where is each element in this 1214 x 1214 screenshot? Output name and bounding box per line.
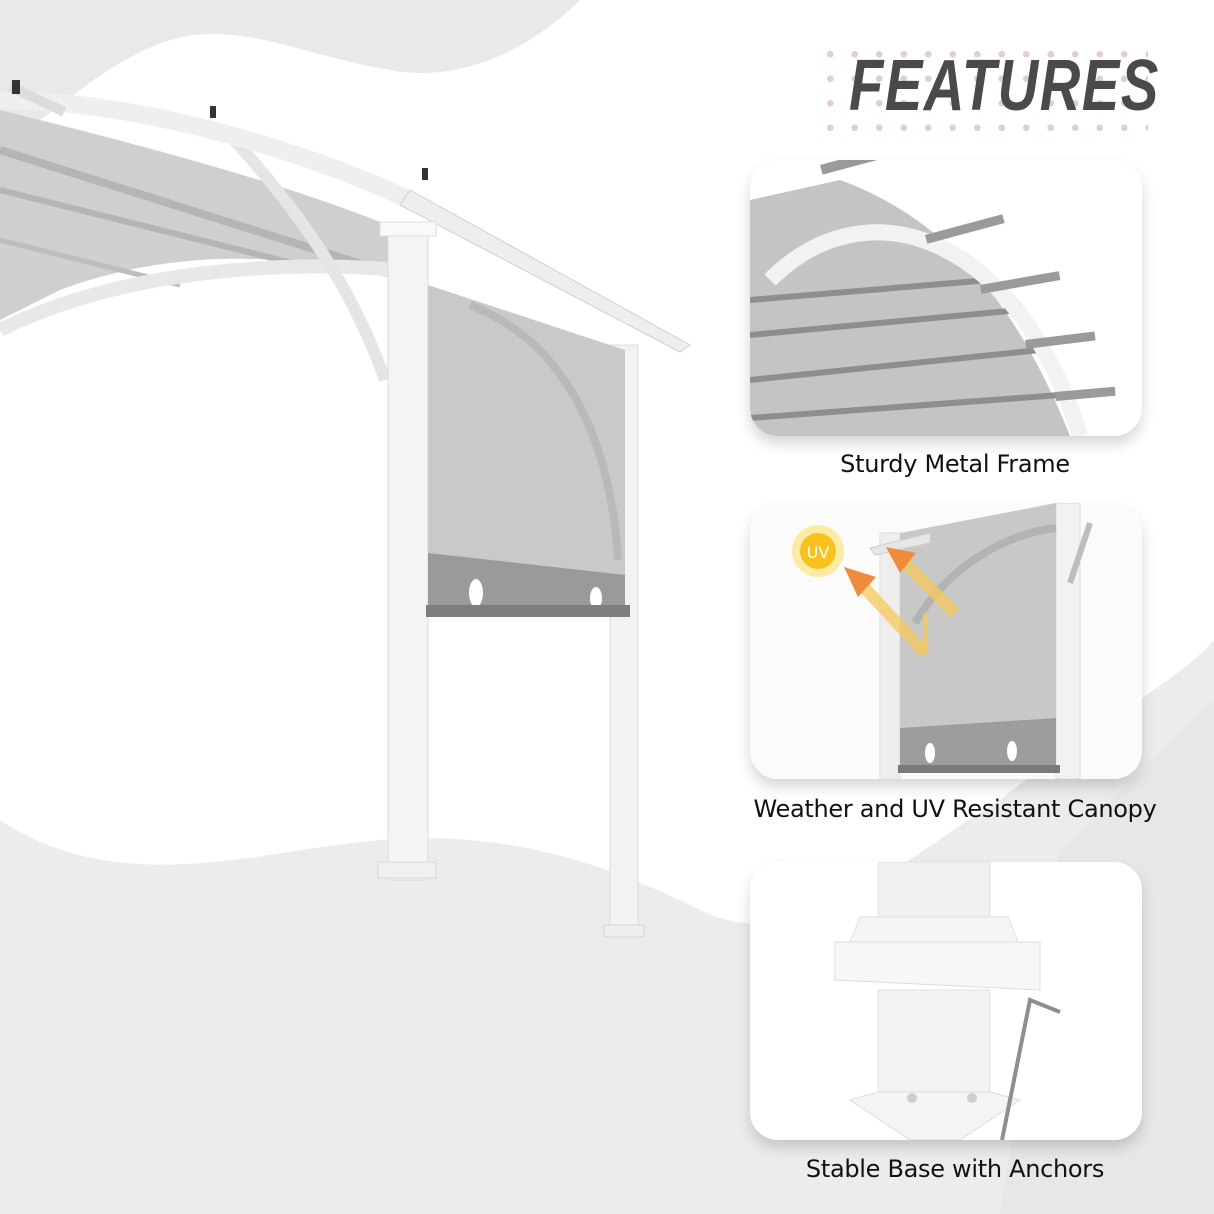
uv-sun-icon: UV: [792, 525, 844, 577]
feature-card-metal-frame: [750, 160, 1142, 436]
metal-frame-image: [750, 160, 1142, 436]
feature-card-uv-canopy: UV: [750, 503, 1142, 779]
page-title: FEATURES: [848, 46, 1160, 126]
feature-caption-metal-frame: Sturdy Metal Frame: [840, 450, 1070, 478]
uv-canopy-image: UV: [750, 503, 1142, 779]
feature-card-base-anchor: [750, 862, 1142, 1140]
dot-pattern-decoration: [812, 38, 1148, 134]
base-anchor-image: [750, 862, 1142, 1140]
features-heading: FEATURES: [812, 38, 1160, 134]
svg-text:UV: UV: [807, 543, 830, 562]
hero-pergola-illustration: [0, 80, 691, 938]
feature-caption-base-anchor: Stable Base with Anchors: [805, 1155, 1105, 1183]
feature-caption-uv-canopy: Weather and UV Resistant Canopy: [753, 795, 1157, 823]
